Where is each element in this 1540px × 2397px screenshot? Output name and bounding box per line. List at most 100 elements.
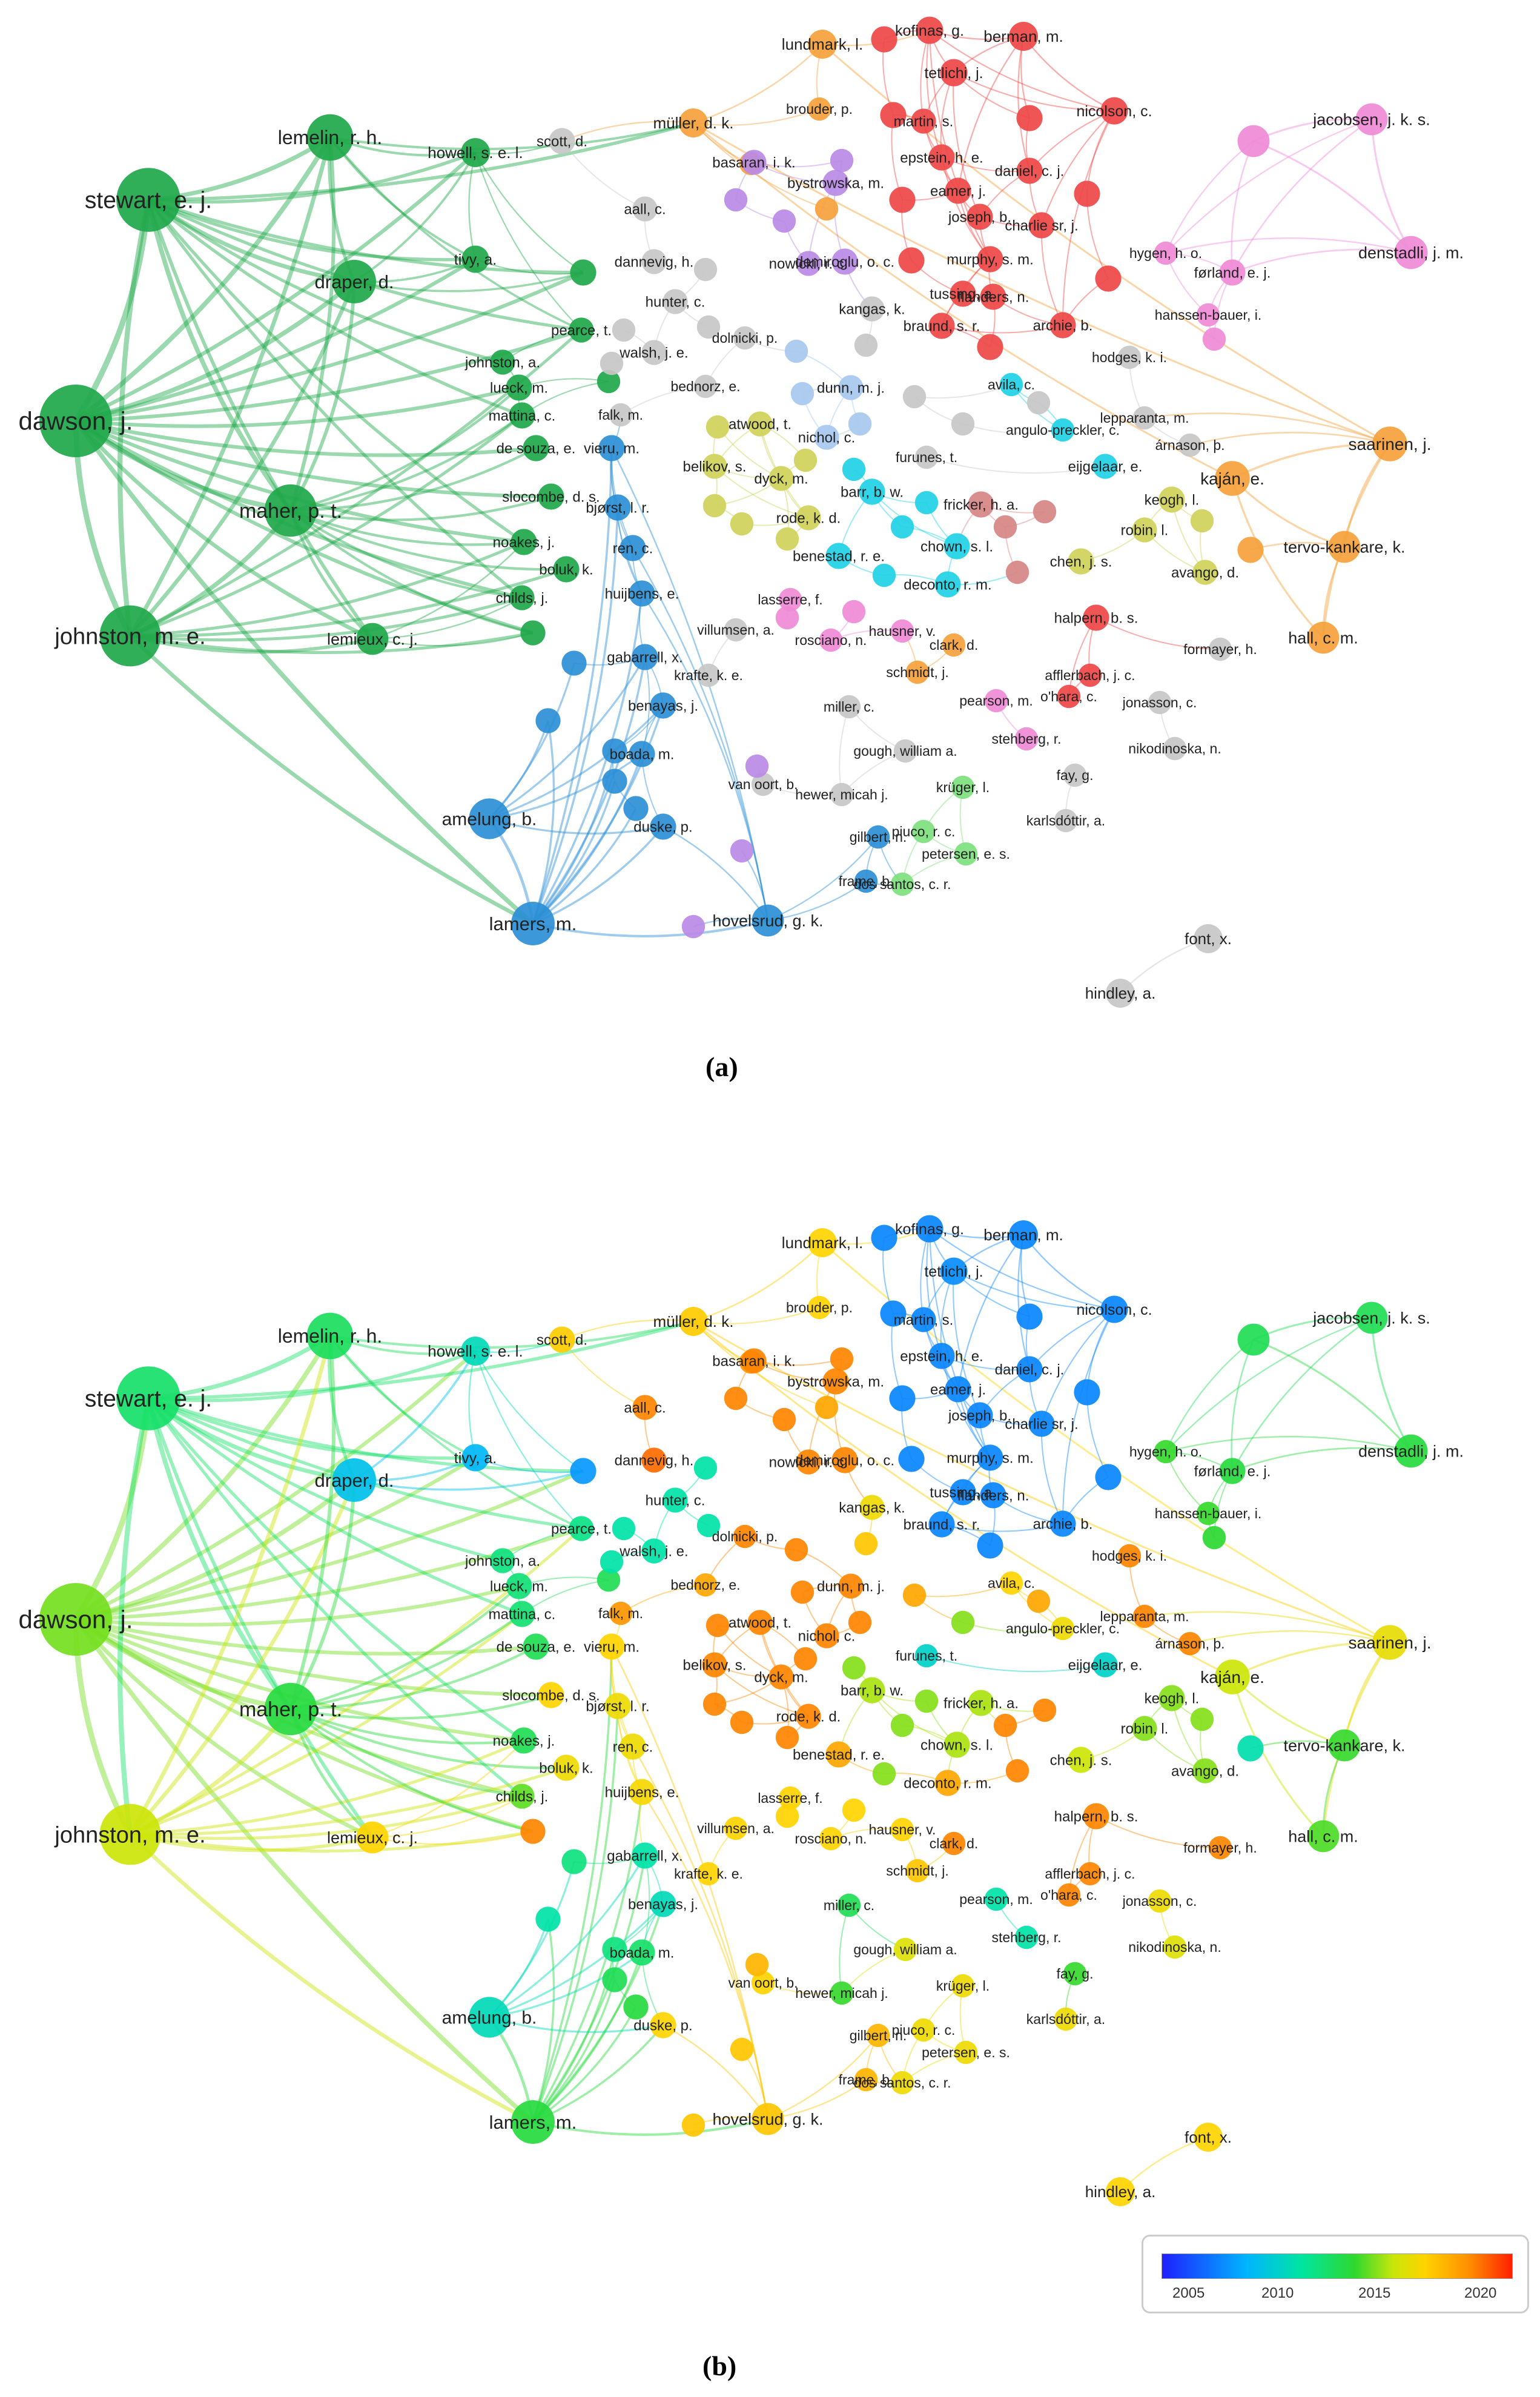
author-node[interactable] [461,138,490,167]
author-node[interactable] [790,382,815,406]
author-node[interactable] [1016,1303,1043,1330]
author-node[interactable] [1132,1604,1157,1628]
author-node[interactable] [871,26,897,53]
author-node[interactable] [943,1731,970,1758]
author-node[interactable] [1132,1716,1157,1741]
author-node[interactable] [1394,236,1428,269]
author-node[interactable] [604,494,631,521]
author-node[interactable] [1054,808,1078,833]
author-node[interactable] [629,741,655,767]
author-node[interactable] [1068,548,1094,575]
author-node[interactable] [942,1831,966,1856]
author-node[interactable] [951,1974,975,1998]
author-node[interactable] [604,1693,631,1719]
author-node[interactable] [854,869,878,893]
author-node[interactable] [553,556,580,583]
author-node[interactable] [693,1573,718,1597]
author-node[interactable] [509,585,535,610]
author-node[interactable] [951,1610,975,1635]
author-node[interactable] [914,1644,939,1668]
author-node[interactable] [679,1307,708,1336]
author-node[interactable] [724,188,748,212]
author-node[interactable] [1372,1625,1407,1660]
author-node[interactable] [663,1487,688,1513]
author-node[interactable] [807,1295,831,1320]
author-node[interactable] [1051,418,1075,442]
author-node[interactable] [1092,454,1118,479]
author-node[interactable] [641,340,667,365]
author-node[interactable] [902,385,927,409]
author-node[interactable] [1163,736,1187,761]
author-node[interactable] [1202,1526,1226,1550]
author-node[interactable] [1158,1685,1185,1711]
author-node[interactable] [790,1580,815,1604]
author-node[interactable] [538,483,564,510]
author-node[interactable] [890,2071,914,2095]
author-node[interactable] [612,1516,636,1541]
author-node[interactable] [696,1862,721,1886]
author-node[interactable] [814,425,839,450]
author-node[interactable] [1074,180,1100,207]
author-node[interactable] [1307,1820,1340,1853]
author-node[interactable] [993,1713,1017,1737]
author-node[interactable] [730,2037,754,2061]
author-node[interactable] [1100,97,1128,125]
author-node[interactable] [842,457,866,481]
author-node[interactable] [890,1817,914,1842]
author-node[interactable] [1328,1729,1361,1762]
author-node[interactable] [848,1610,872,1635]
author-node[interactable] [39,385,112,457]
author-node[interactable] [600,351,624,375]
author-node[interactable] [784,1538,808,1562]
author-node[interactable] [968,491,994,518]
author-node[interactable] [842,600,866,624]
author-node[interactable] [706,415,730,439]
author-node[interactable] [702,1652,727,1678]
author-node[interactable] [1219,1458,1246,1484]
author-node[interactable] [306,114,354,161]
author-node[interactable] [893,1937,917,1962]
author-node[interactable] [549,128,575,154]
author-node[interactable] [1372,426,1407,461]
author-node[interactable] [859,1495,885,1520]
author-node[interactable] [880,102,907,128]
author-node[interactable] [977,246,1003,273]
author-node[interactable] [511,902,555,945]
author-node[interactable] [950,280,976,307]
author-node[interactable] [1009,1220,1038,1249]
author-node[interactable] [859,478,885,505]
author-node[interactable] [1132,517,1157,543]
author-node[interactable] [609,1601,633,1625]
author-node[interactable] [831,248,858,275]
author-node[interactable] [747,1610,773,1635]
author-node[interactable] [775,1725,799,1750]
author-node[interactable] [506,1573,532,1599]
author-node[interactable] [968,1690,994,1716]
author-node[interactable] [469,1997,510,2038]
author-node[interactable] [1054,2007,1078,2031]
author-node[interactable] [775,527,799,551]
author-node[interactable] [693,1456,718,1480]
author-node[interactable] [775,1804,799,1828]
author-node[interactable] [977,334,1003,360]
author-node[interactable] [1014,727,1039,751]
author-node[interactable] [597,369,621,394]
author-node[interactable] [99,1804,161,1865]
author-node[interactable] [1154,241,1178,265]
author-node[interactable] [506,374,532,401]
author-node[interactable] [1057,684,1081,709]
author-node[interactable] [1028,212,1055,239]
author-node[interactable] [535,708,561,733]
author-node[interactable] [838,1573,864,1599]
author-node[interactable] [598,1633,625,1660]
author-node[interactable] [641,1538,667,1564]
author-node[interactable] [696,1513,721,1538]
author-node[interactable] [39,1583,112,1656]
author-node[interactable] [600,1550,624,1574]
author-node[interactable] [706,1613,730,1638]
author-node[interactable] [511,529,537,555]
author-node[interactable] [1049,312,1076,339]
author-node[interactable] [1078,1862,1102,1886]
author-node[interactable] [793,448,818,472]
author-node[interactable] [890,619,914,643]
